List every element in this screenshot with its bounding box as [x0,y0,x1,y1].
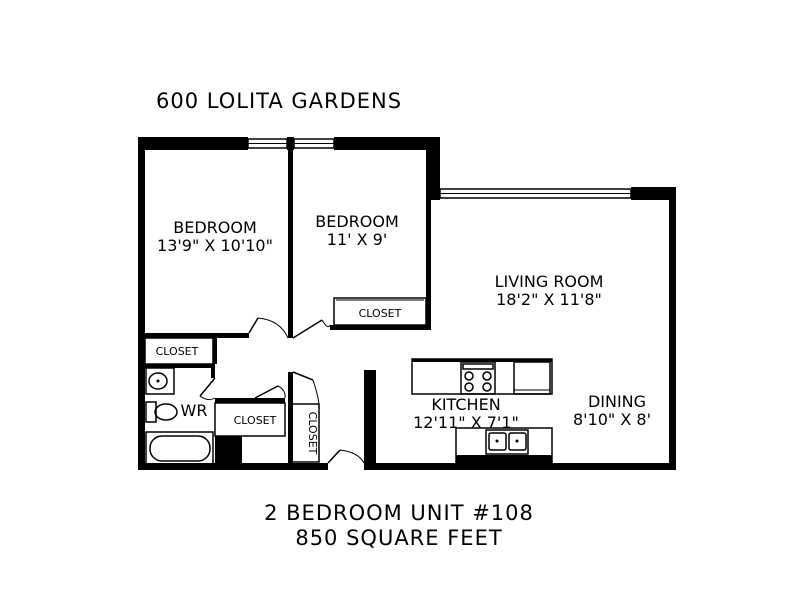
living-room-name: LIVING ROOM [495,272,604,291]
dining-size: 8'10" X 8' [573,410,651,429]
living-room-size: 18'2" X 11'8" [496,290,602,309]
unit-square-feet: 850 SQUARE FEET [295,526,502,550]
bedroom2-name: BEDROOM [315,212,399,231]
bedroom2-size: 11' X 9' [327,230,387,249]
unit-title: 2 BEDROOM UNIT #108 [264,501,534,525]
stove-icon [460,361,496,395]
toilet-icon [145,401,178,423]
refrigerator-icon [513,361,551,395]
bedroom2-closet-label: CLOSET [359,307,402,320]
dining-name: DINING [588,392,646,411]
bathtub-icon [145,431,214,466]
bedroom1-closet-label: CLOSET [156,345,199,358]
windows [247,138,632,199]
lavatory-icon [145,367,175,395]
wr-label: WR [181,401,208,420]
hall-closet-label: CLOSET [234,414,277,427]
building-name: 600 LOLITA GARDENS [156,89,402,113]
bedroom1-name: BEDROOM [173,218,257,237]
door-swings [199,317,365,464]
linen-closet-label: CLOSET [306,412,319,455]
sink-icon [485,429,529,455]
kitchen-name: KITCHEN [431,395,500,414]
exterior-walls [138,137,676,470]
bedroom1-size: 13'9" X 10'10" [157,236,273,255]
kitchen-size: 12'11" X 7'1" [413,413,519,432]
